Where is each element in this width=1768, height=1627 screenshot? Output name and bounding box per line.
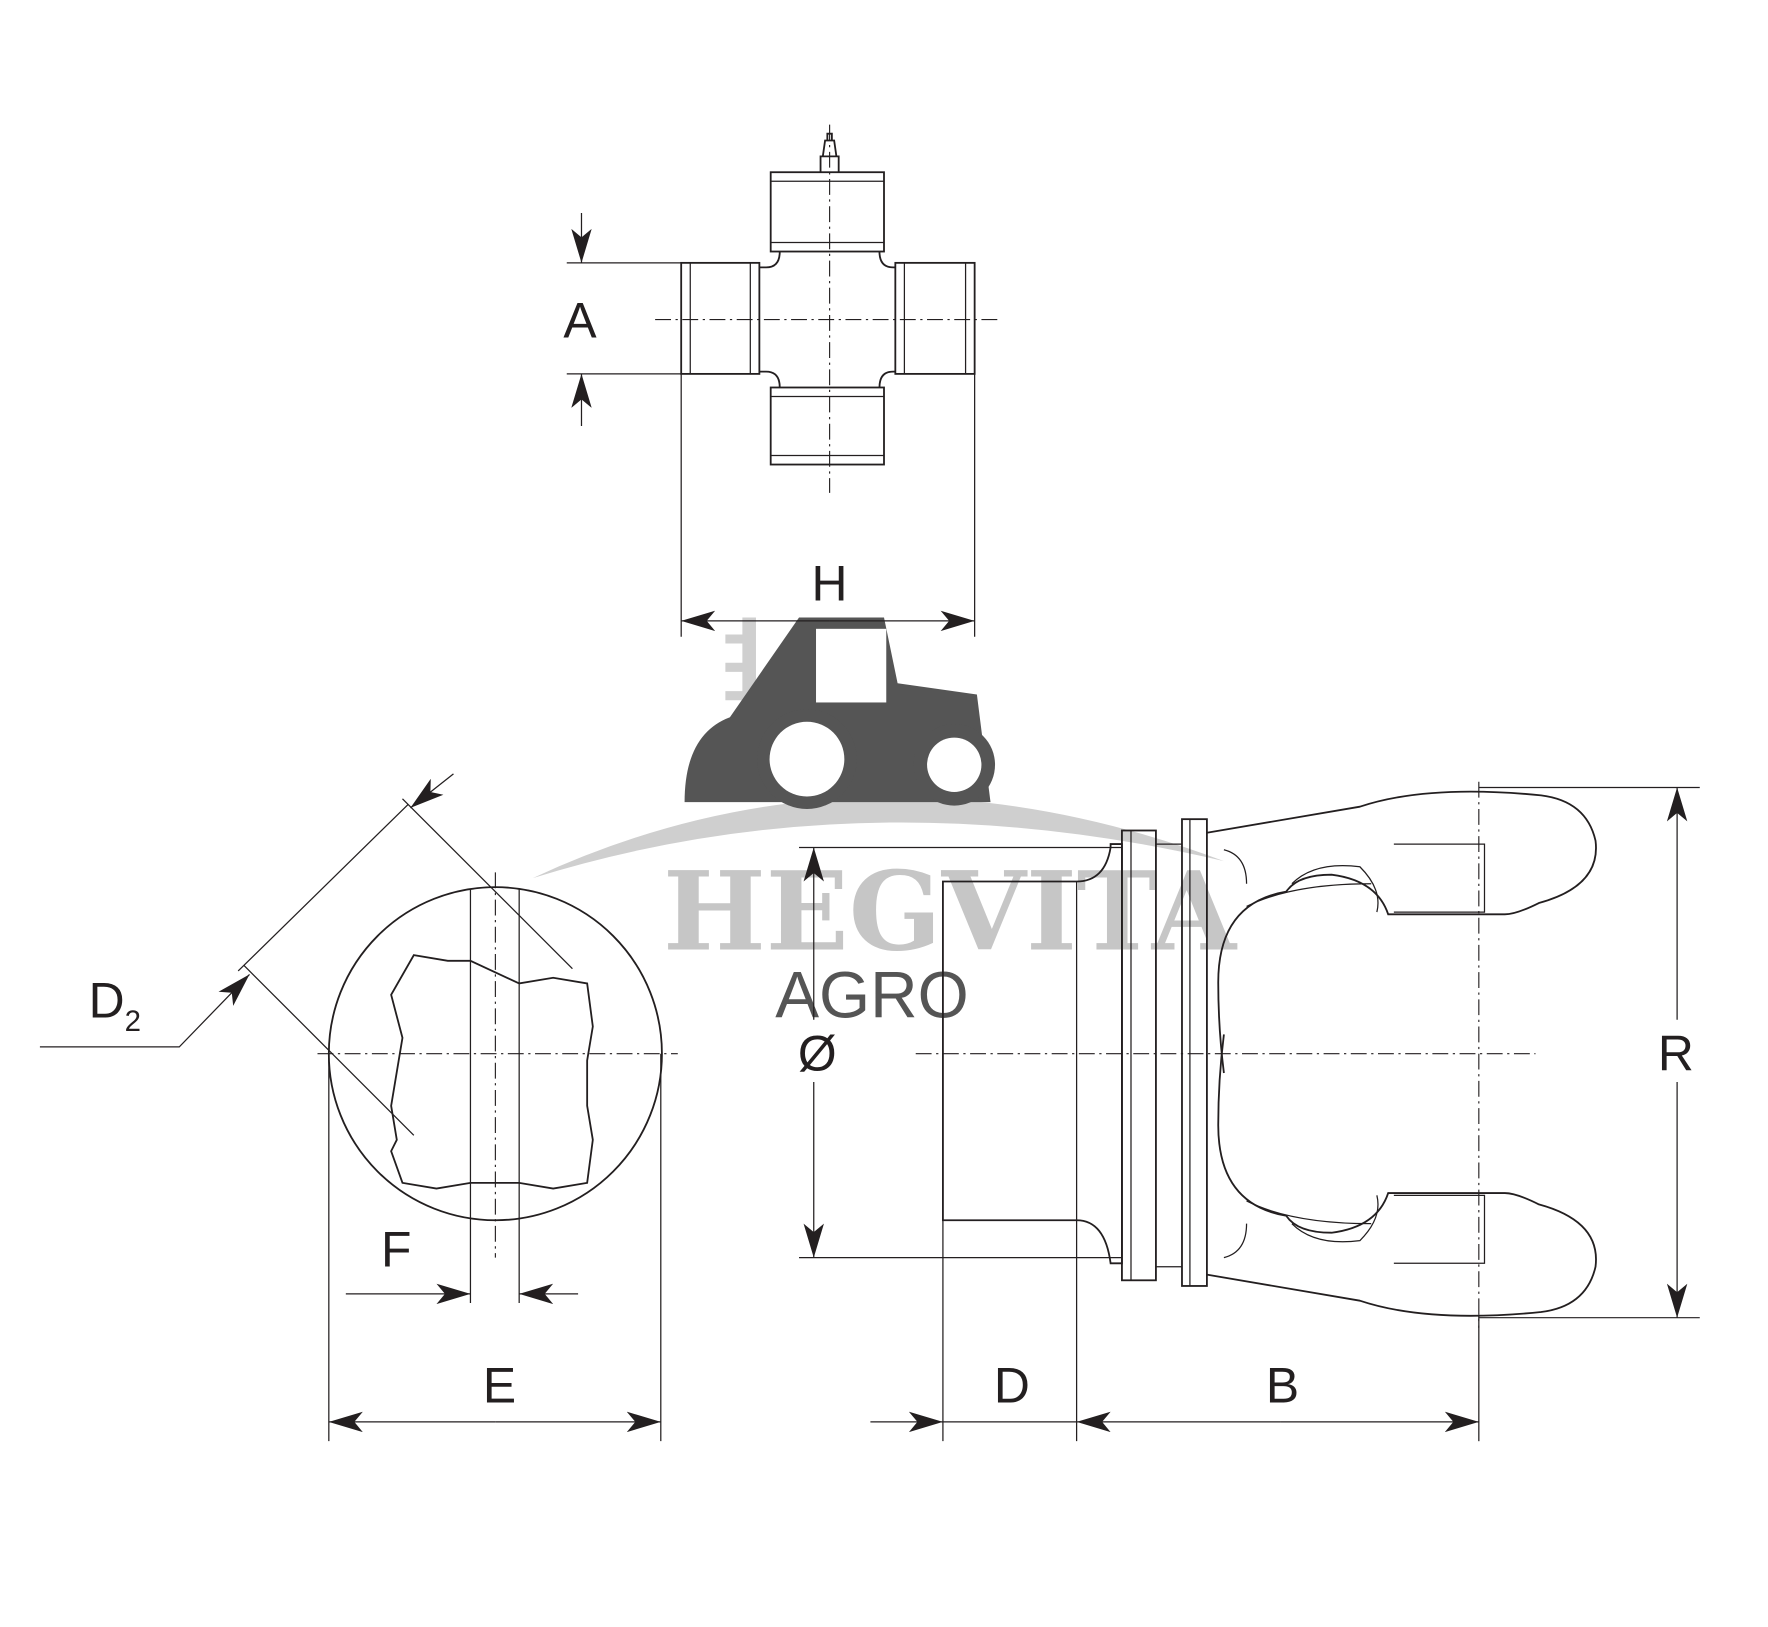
yoke-ear-top: [1206, 790, 1597, 1074]
dim-label-r: R: [1658, 1026, 1694, 1082]
watermark-logo: HEGVITA AGRO: [532, 617, 1238, 1031]
dim-label-b: B: [1266, 1358, 1299, 1414]
tractor-icon: [684, 617, 996, 809]
bore-end-view: D2 F E: [39, 773, 678, 1442]
spline-profile: [390, 954, 594, 1190]
dim-label-d2: D2: [89, 972, 141, 1038]
dim-label-h: H: [811, 555, 847, 611]
watermark-brand: HEGVITA: [663, 847, 1238, 975]
dim-label-e: E: [483, 1358, 516, 1414]
yoke-ear-bottom: [1206, 1034, 1597, 1317]
grease-nipple: [819, 132, 840, 173]
watermark-sub: AGRO: [775, 958, 968, 1031]
cross-journal-view: A H: [563, 124, 1000, 637]
dim-label-d: D: [994, 1358, 1030, 1414]
dim-label-a: A: [563, 293, 597, 349]
dim-label-f: F: [381, 1222, 411, 1278]
dim-label-diameter: Ø: [798, 1026, 837, 1082]
watermark-arc: [532, 797, 1224, 879]
yoke-side-view: Ø R D B: [798, 781, 1700, 1442]
